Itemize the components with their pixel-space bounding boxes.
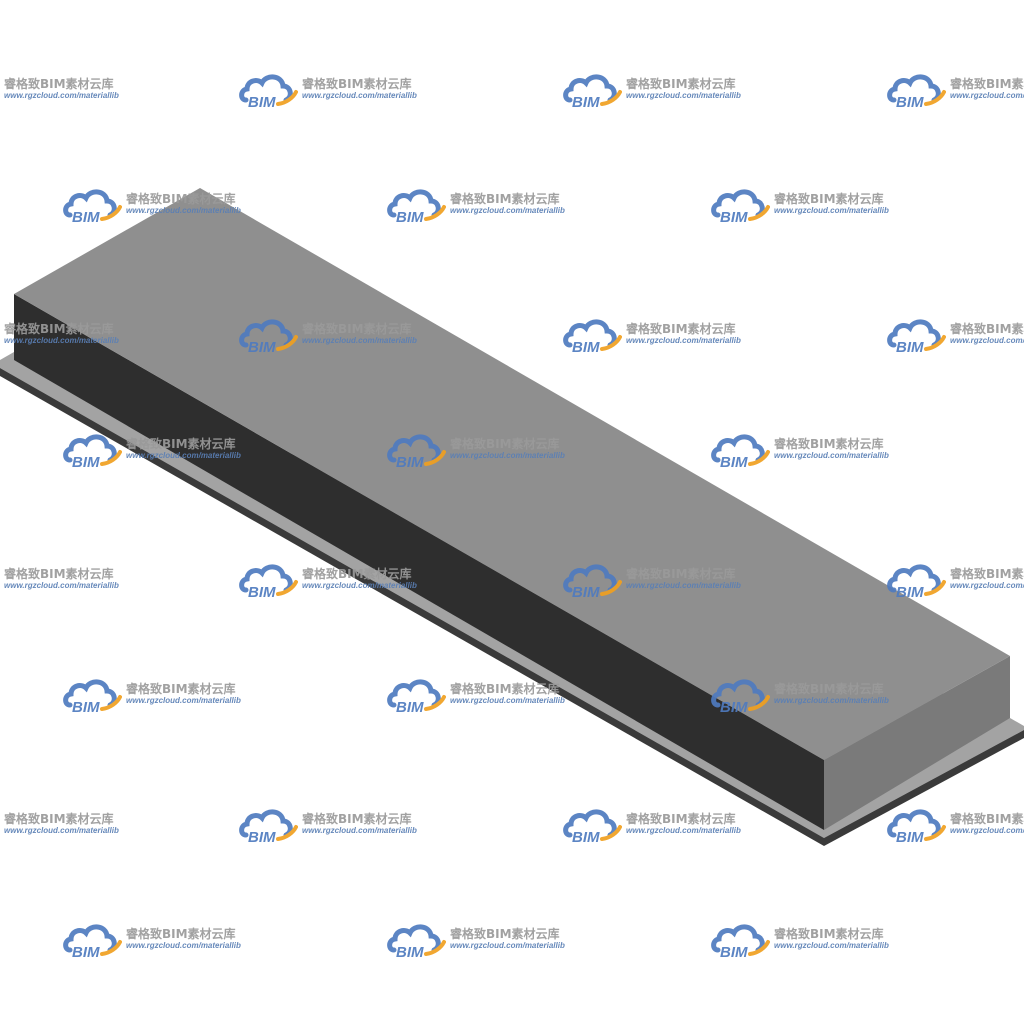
- beam-top-face: [14, 188, 1010, 760]
- base-plate-edge: [0, 368, 824, 846]
- base-plate-end-edge: [824, 730, 1024, 846]
- beam-front-face: [14, 294, 824, 830]
- beam-end-face: [824, 656, 1010, 830]
